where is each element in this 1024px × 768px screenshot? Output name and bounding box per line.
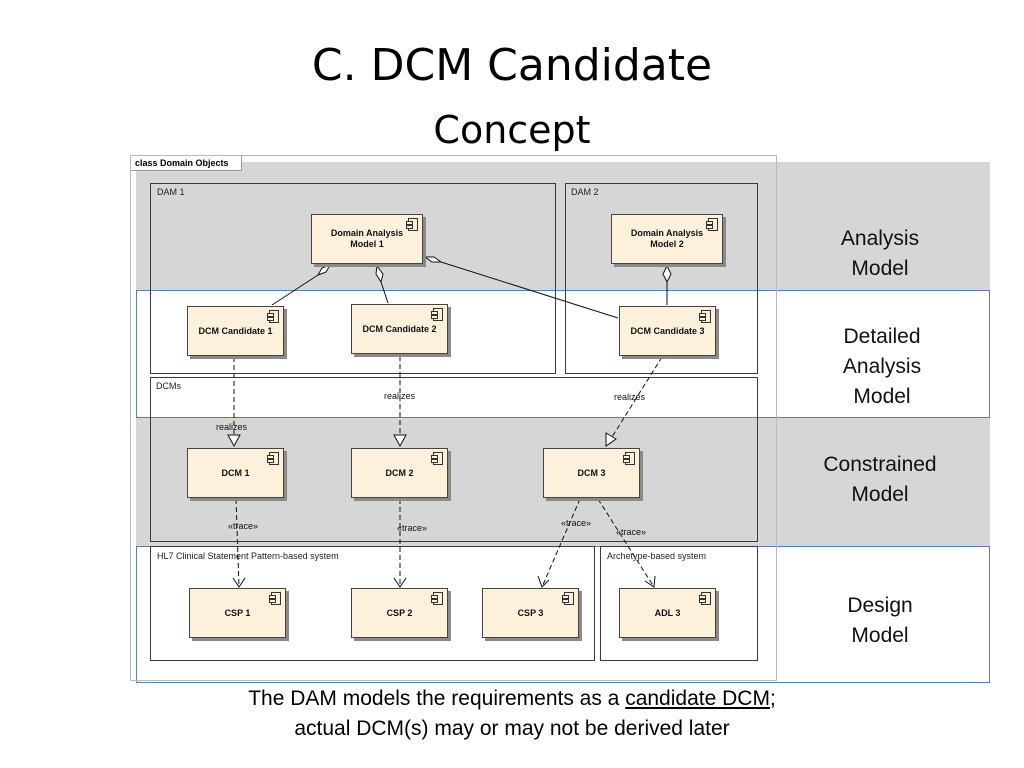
realizes-label: realizes	[216, 422, 248, 432]
package-dcms	[150, 377, 758, 542]
trace-arrowhead	[644, 575, 656, 588]
component-label: CSP 2	[386, 607, 413, 618]
component-icon	[699, 310, 711, 323]
caption-line-1: The DAM models the requirements as a can…	[0, 684, 1024, 714]
component-adl-3[interactable]: ADL 3	[619, 588, 716, 638]
component-label: DCM Candidate 3	[630, 325, 705, 336]
layer-label-detailed: Detailed Analysis Model	[842, 325, 922, 408]
component-domain-analysis-model-2[interactable]: Domain Analysis Model 2	[611, 214, 723, 264]
component-csp-2[interactable]: CSP 2	[351, 588, 448, 638]
component-dcm-2[interactable]: DCM 2	[351, 448, 448, 498]
caption-text: The DAM models the requirements as a	[248, 687, 626, 710]
caption-line-2: actual DCM(s) may or may not be derived …	[294, 717, 730, 740]
realizes-arrowhead	[605, 432, 617, 447]
aggregation-diamond	[316, 264, 332, 276]
trace-arrowhead	[537, 575, 550, 588]
trace-label: «trace»	[561, 518, 592, 528]
trace-line	[597, 498, 655, 588]
layer-label-constrained: Constrained Model	[823, 453, 937, 506]
layer-label-design: Design Model	[847, 594, 913, 647]
component-icon	[406, 218, 418, 231]
realizes-label: realizes	[384, 391, 416, 401]
layer-label-analysis: Analysis Model	[840, 227, 920, 280]
aggregation-line	[380, 281, 389, 304]
component-label: DCM Candidate 2	[362, 323, 437, 334]
aggregation-diamond	[423, 256, 443, 263]
package-dam2	[565, 183, 758, 374]
component-label: ADL 3	[654, 607, 681, 618]
component-icon	[269, 592, 281, 605]
trace-label: «trace»	[397, 523, 428, 533]
realizes-arrowhead	[227, 434, 241, 448]
realizes-arrowhead	[393, 434, 407, 448]
trace-arrowhead	[393, 577, 407, 588]
component-label: DCM 3	[577, 467, 606, 478]
package-dcms-label: DCMs	[156, 381, 181, 391]
slide-subtitle: Concept	[433, 108, 591, 152]
component-label: Domain Analysis Model 1	[330, 228, 404, 249]
component-icon	[431, 308, 443, 321]
component-icon	[562, 592, 574, 605]
package-dam2-label: DAM 2	[571, 187, 599, 197]
caption-candidate-dcm: candidate DCM	[625, 687, 770, 710]
component-dcm-candidate-3[interactable]: DCM Candidate 3	[619, 306, 716, 356]
component-label: DCM 1	[221, 467, 250, 478]
diagram-frame	[130, 155, 777, 681]
component-csp-3[interactable]: CSP 3	[482, 588, 579, 638]
realizes-label: realizes	[614, 392, 646, 402]
component-icon	[431, 452, 443, 465]
slide-title: C. DCM Candidate	[311, 40, 713, 91]
caption-semicolon: ;	[769, 687, 776, 710]
package-dam1-label: DAM 1	[157, 187, 185, 197]
component-icon	[267, 310, 279, 323]
component-domain-analysis-model-1[interactable]: Domain Analysis Model 1	[311, 214, 423, 264]
component-label: DCM Candidate 1	[198, 325, 273, 336]
component-dcm-1[interactable]: DCM 1	[187, 448, 284, 498]
component-label: CSP 1	[224, 607, 251, 618]
trace-arrowhead	[232, 577, 246, 588]
aggregation-diamond	[662, 264, 672, 284]
package-hl7	[150, 546, 595, 661]
diagram-frame-label: class Domain Objects	[131, 156, 242, 171]
package-hl7-label: HL7 Clinical Statement Pattern-based sys…	[157, 551, 339, 561]
package-archetype	[600, 546, 758, 661]
component-label: CSP 3	[517, 607, 544, 618]
component-icon	[267, 452, 279, 465]
component-dcm-candidate-2[interactable]: DCM Candidate 2	[351, 304, 448, 354]
aggregation-diamond	[375, 264, 384, 284]
aggregation-line	[440, 261, 619, 319]
component-label: Domain Analysis Model 2	[630, 228, 704, 249]
trace-label: «trace»	[228, 521, 259, 531]
trace-label: «trace»	[616, 527, 647, 537]
package-archetype-label: Archetype-based system	[607, 551, 707, 561]
package-dam1	[150, 183, 556, 374]
trace-line	[235, 498, 240, 588]
component-dcm-candidate-1[interactable]: DCM Candidate 1	[187, 306, 284, 356]
component-label: DCM 2	[385, 467, 414, 478]
aggregation-line	[271, 274, 319, 306]
component-icon	[431, 592, 443, 605]
component-icon	[623, 452, 635, 465]
component-icon	[706, 218, 718, 231]
component-icon	[699, 592, 711, 605]
component-dcm-3[interactable]: DCM 3	[543, 448, 640, 498]
trace-line	[541, 498, 581, 588]
component-csp-1[interactable]: CSP 1	[189, 588, 286, 638]
